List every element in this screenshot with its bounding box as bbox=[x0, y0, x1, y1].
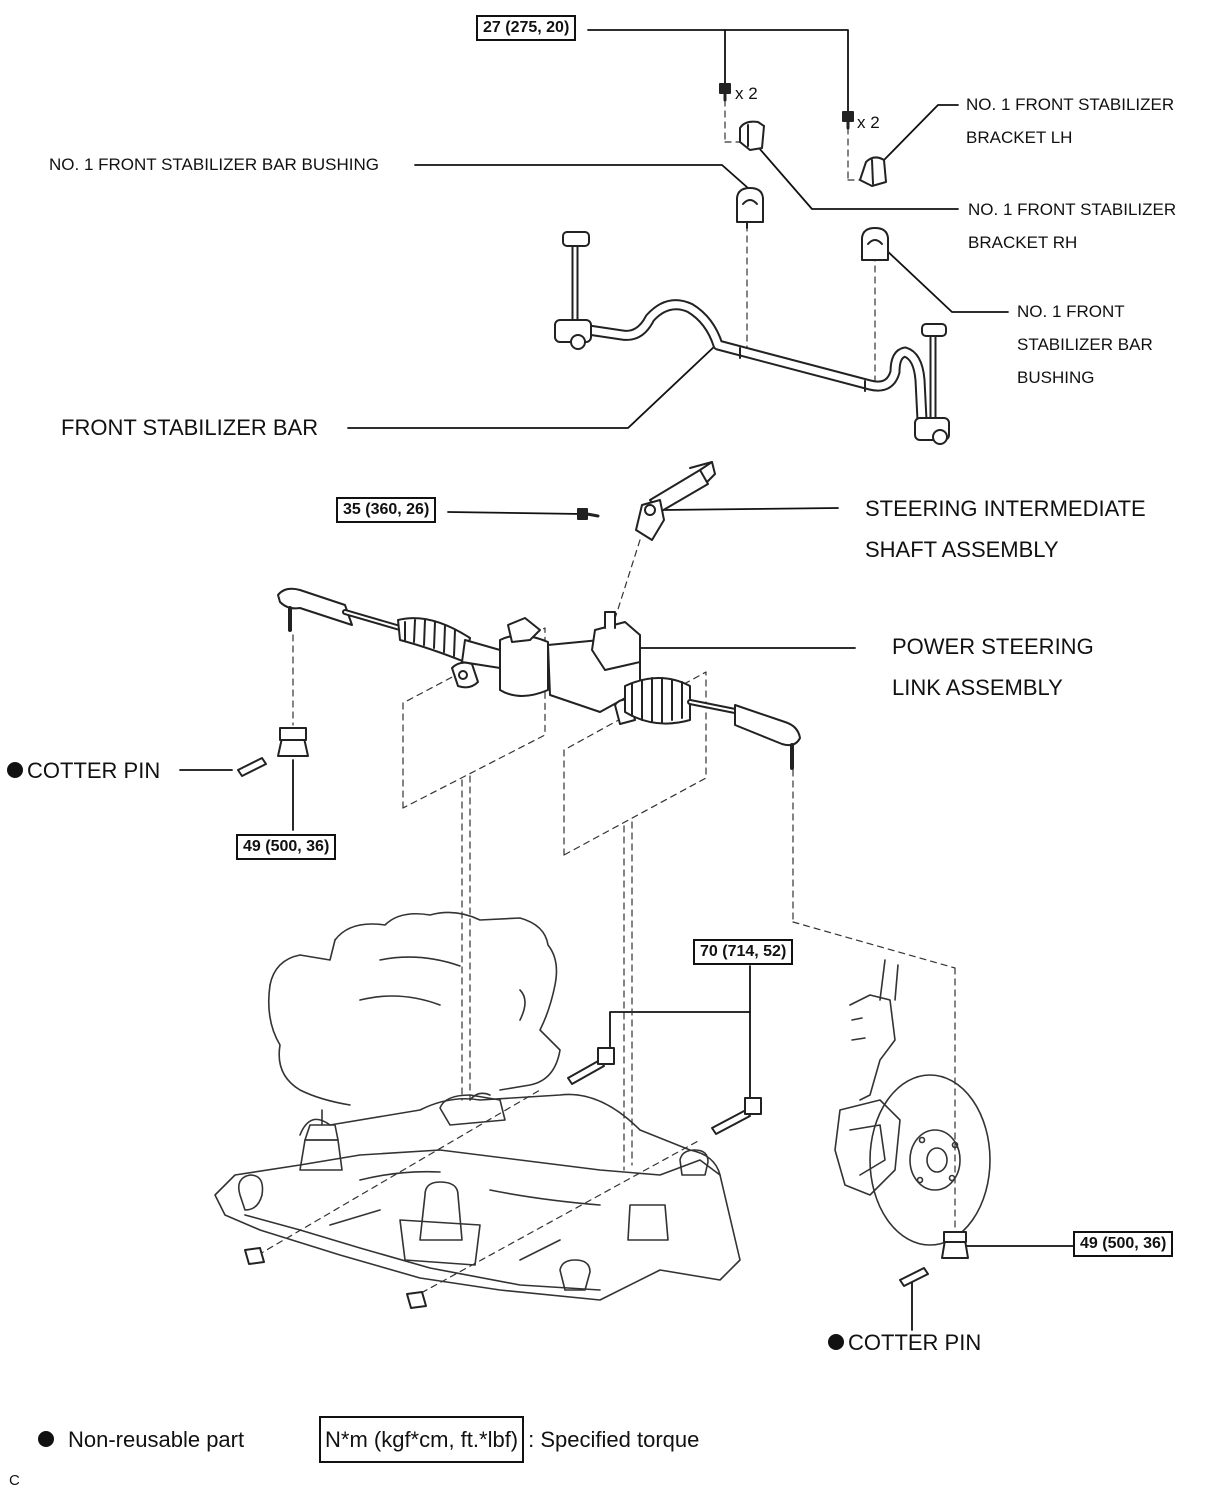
power-steering-label: POWER STEERING LINK ASSEMBLY bbox=[892, 634, 1094, 700]
bolt-icon bbox=[842, 111, 854, 130]
cotter-pin-right-label: COTTER PIN bbox=[828, 1322, 981, 1363]
leader-lines bbox=[179, 29, 1074, 1331]
bolt-icon bbox=[711, 1097, 762, 1135]
front-suspension-crossmember-icon bbox=[214, 911, 741, 1301]
stabilizer-bracket-lh-icon bbox=[859, 156, 887, 187]
front-stabilizer-bar-label: FRONT STABILIZER BAR bbox=[61, 415, 319, 440]
torque-spec-box: 49 (500, 36) bbox=[236, 834, 337, 860]
torque-spec-box: 27 (275, 20) bbox=[476, 15, 577, 41]
stabilizer-bracket-rh-icon bbox=[739, 120, 765, 151]
front-stabilizer-bar-icon bbox=[554, 231, 950, 445]
stabilizer-bushing-left-label: NO. 1 FRONT STABILIZER BAR BUSHING bbox=[49, 155, 379, 174]
stabilizer-bushing-left-icon bbox=[736, 187, 764, 229]
castle-nut-right-icon bbox=[941, 1231, 969, 1259]
dashed-guides bbox=[257, 99, 956, 1299]
legend-torque: N*m (kgf*cm, ft.*lbf): Specified torque bbox=[319, 1416, 699, 1463]
steering-shaft-label: STEERING INTERMEDIATE SHAFT ASSEMBLY bbox=[865, 496, 1146, 562]
corner-code: C bbox=[9, 1472, 20, 1489]
quantity-label: x 2 bbox=[735, 84, 758, 103]
cotter-pin-left-icon bbox=[237, 757, 267, 777]
stabilizer-bracket-lh-label: NO. 1 FRONT STABILIZER BRACKET LH bbox=[966, 95, 1175, 147]
legend-non-reusable: Non-reusable part bbox=[38, 1419, 244, 1460]
bolt-icon bbox=[567, 1047, 615, 1085]
quantity-label: x 2 bbox=[857, 113, 880, 132]
steering-knuckle-disc-icon bbox=[834, 959, 991, 1246]
power-steering-link-icon bbox=[277, 587, 801, 770]
legend-torque-unit: N*m (kgf*cm, ft.*lbf) bbox=[319, 1416, 525, 1463]
nut-icon bbox=[244, 1247, 427, 1309]
steering-intermediate-shaft-icon bbox=[635, 461, 716, 541]
cotter-pin-right-icon bbox=[899, 1267, 929, 1287]
torque-spec-box: 35 (360, 26) bbox=[336, 497, 437, 523]
stabilizer-bushing-right-label: NO. 1 FRONT STABILIZER BAR BUSHING bbox=[1017, 302, 1153, 387]
stabilizer-bushing-right-icon bbox=[861, 227, 889, 261]
bolt-icon bbox=[577, 508, 600, 520]
torque-spec-box: 49 (500, 36) bbox=[1073, 1231, 1174, 1257]
castle-nut-left-icon bbox=[277, 727, 309, 757]
non-reusable-dot-icon bbox=[7, 762, 23, 779]
cotter-pin-left-label: COTTER PIN bbox=[7, 750, 160, 791]
non-reusable-dot-icon bbox=[828, 1334, 844, 1351]
bolt-icon bbox=[719, 83, 731, 102]
torque-spec-box: 70 (714, 52) bbox=[693, 939, 794, 965]
non-reusable-dot-icon bbox=[38, 1431, 54, 1448]
stabilizer-bracket-rh-label: NO. 1 FRONT STABILIZER BRACKET RH bbox=[968, 200, 1177, 252]
